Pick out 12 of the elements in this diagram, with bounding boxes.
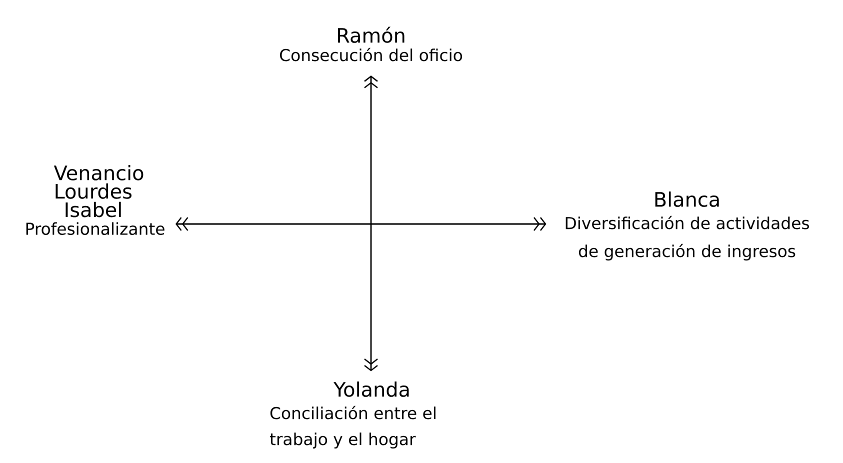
theme-label: Profesionalizante <box>26 222 164 235</box>
theme-label: Consecución del oficio <box>280 48 462 62</box>
name-label: Venancio <box>54 165 144 180</box>
name-label: Yolanda <box>334 382 409 397</box>
double-arrow <box>175 217 546 231</box>
theme-label: Conciliación entre el trabajo y el hogar <box>270 406 436 448</box>
name-label: Lourdes <box>56 183 132 199</box>
theme-label: Diversificación de actividades de generación de ingresos <box>566 216 809 260</box>
name-label: Ramón <box>338 26 404 43</box>
double-arrow <box>364 75 378 372</box>
name-label: Isabel <box>66 202 121 218</box>
name-label: Blanca <box>655 192 719 207</box>
